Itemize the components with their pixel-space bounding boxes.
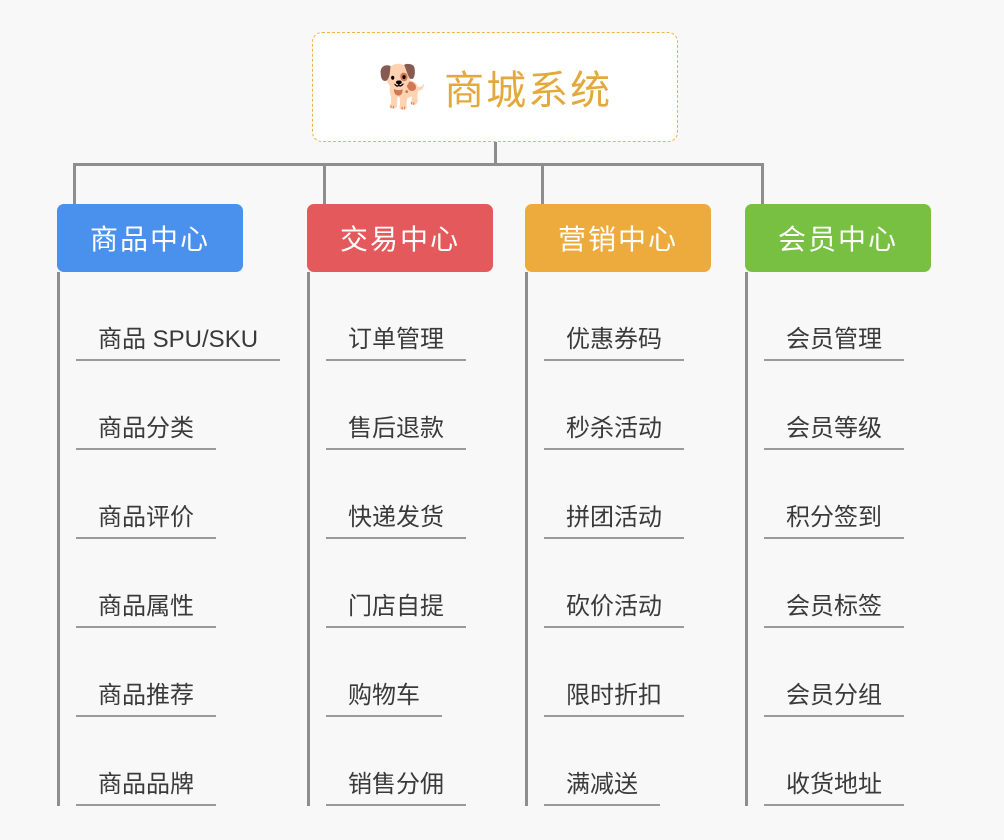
leaf-item[interactable]: 快递发货	[326, 450, 493, 539]
leaf-item[interactable]: 售后退款	[326, 361, 493, 450]
leaf-item-label: 优惠券码	[544, 326, 684, 361]
leaf-item-label: 会员分组	[764, 682, 904, 717]
branch-leaf-list: 优惠券码秒杀活动拼团活动砍价活动限时折扣满减送	[525, 272, 711, 806]
leaf-item[interactable]: 商品分类	[76, 361, 243, 450]
leaf-item[interactable]: 订单管理	[326, 272, 493, 361]
branch-drop-connector	[541, 163, 544, 204]
leaf-item[interactable]: 商品品牌	[76, 717, 243, 806]
branch-column: 会员中心会员管理会员等级积分签到会员标签会员分组收货地址	[745, 204, 931, 806]
branch-drop-connector	[323, 163, 326, 204]
root-stem-connector	[494, 142, 497, 166]
leaf-item-label: 会员标签	[764, 593, 904, 628]
branch-header-button[interactable]: 营销中心	[525, 204, 711, 272]
branch-header-button[interactable]: 商品中心	[57, 204, 243, 272]
leaf-item[interactable]: 会员标签	[764, 539, 931, 628]
leaf-item-label: 商品推荐	[76, 682, 216, 717]
leaf-item[interactable]: 会员分组	[764, 628, 931, 717]
leaf-item[interactable]: 会员等级	[764, 361, 931, 450]
leaf-item[interactable]: 秒杀活动	[544, 361, 711, 450]
leaf-item-label: 满减送	[544, 771, 660, 806]
leaf-item-label: 秒杀活动	[544, 415, 684, 450]
leaf-item[interactable]: 销售分佣	[326, 717, 493, 806]
leaf-item[interactable]: 商品属性	[76, 539, 243, 628]
horizontal-bus-connector	[73, 163, 764, 166]
leaf-item[interactable]: 商品 SPU/SKU	[76, 272, 281, 361]
leaf-item-label: 销售分佣	[326, 771, 466, 806]
leaf-item[interactable]: 满减送	[544, 717, 711, 806]
leaf-item-label: 收货地址	[764, 771, 904, 806]
branch-column: 交易中心订单管理售后退款快递发货门店自提购物车销售分佣	[307, 204, 493, 806]
leaf-item-label: 商品分类	[76, 415, 216, 450]
branch-column: 商品中心商品 SPU/SKU 商品分类商品评价商品属性商品推荐商品品牌	[57, 204, 281, 806]
leaf-item-label: 订单管理	[326, 326, 466, 361]
leaf-item[interactable]: 门店自提	[326, 539, 493, 628]
leaf-item[interactable]: 砍价活动	[544, 539, 711, 628]
branch-header-button[interactable]: 会员中心	[745, 204, 931, 272]
root-node-mall-system[interactable]: 🐕 商城系统	[312, 32, 678, 142]
leaf-item[interactable]: 商品评价	[76, 450, 243, 539]
leaf-item-label: 购物车	[326, 682, 442, 717]
leaf-item[interactable]: 积分签到	[764, 450, 931, 539]
branch-leaf-list: 商品 SPU/SKU 商品分类商品评价商品属性商品推荐商品品牌	[57, 272, 281, 806]
leaf-item[interactable]: 购物车	[326, 628, 493, 717]
branch-header-button[interactable]: 交易中心	[307, 204, 493, 272]
branch-leaf-list: 订单管理售后退款快递发货门店自提购物车销售分佣	[307, 272, 493, 806]
leaf-item-label: 商品品牌	[76, 771, 216, 806]
leaf-item-label: 售后退款	[326, 415, 466, 450]
leaf-item-label: 会员管理	[764, 326, 904, 361]
leaf-item-label: 商品评价	[76, 504, 216, 539]
branch-drop-connector	[761, 163, 764, 204]
leaf-item-label: 门店自提	[326, 593, 466, 628]
leaf-item-label: 砍价活动	[544, 593, 684, 628]
leaf-item[interactable]: 拼团活动	[544, 450, 711, 539]
leaf-item[interactable]: 限时折扣	[544, 628, 711, 717]
branch-drop-connector	[73, 163, 76, 204]
shiba-dog-face-icon: 🐕	[377, 63, 431, 110]
leaf-item[interactable]: 商品推荐	[76, 628, 243, 717]
branch-leaf-list: 会员管理会员等级积分签到会员标签会员分组收货地址	[745, 272, 931, 806]
leaf-item-label: 商品 SPU/SKU	[76, 326, 281, 361]
leaf-item-label: 商品属性	[76, 593, 216, 628]
leaf-item[interactable]: 优惠券码	[544, 272, 711, 361]
leaf-item-label: 会员等级	[764, 415, 904, 450]
leaf-item-label: 积分签到	[764, 504, 904, 539]
root-node-title: 商城系统	[444, 69, 613, 113]
leaf-item[interactable]: 会员管理	[764, 272, 931, 361]
branch-column: 营销中心优惠券码秒杀活动拼团活动砍价活动限时折扣满减送	[525, 204, 711, 806]
leaf-item-label: 快递发货	[326, 504, 466, 539]
leaf-item-label: 限时折扣	[544, 682, 684, 717]
leaf-item[interactable]: 收货地址	[764, 717, 931, 806]
leaf-item-label: 拼团活动	[544, 504, 684, 539]
